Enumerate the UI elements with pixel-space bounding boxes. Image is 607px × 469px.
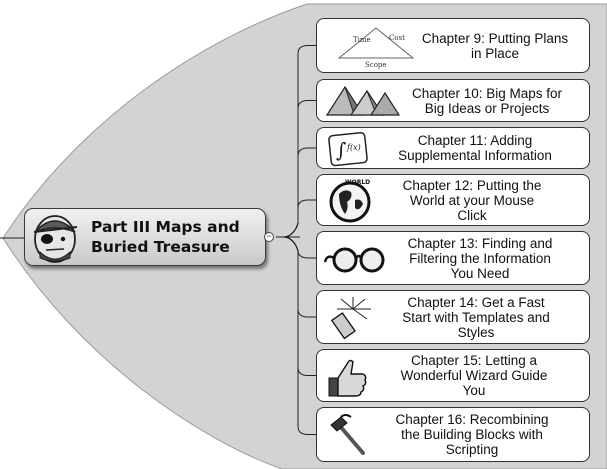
- pyramids-icon: [325, 85, 401, 117]
- svg-text:∫: ∫: [336, 138, 346, 162]
- chapter-label-16: Chapter 16: Recombining the Building Blo…: [395, 412, 549, 457]
- triangle-word-cost: Cost: [389, 34, 405, 42]
- chapter-node-10[interactable]: Chapter 10: Big Maps for Big Ideas or Pr…: [316, 79, 590, 122]
- chapter-node-15[interactable]: Chapter 15: Letting a Wonderful Wizard G…: [316, 349, 590, 402]
- hammer-icon: [330, 414, 365, 455]
- formula-icon: ∫ f(x): [328, 131, 368, 167]
- chapter-label-11: Chapter 11: Adding Supplemental Informat…: [398, 133, 552, 163]
- pirate-icon: [33, 215, 78, 263]
- chapter-label-12: Chapter 12: Putting the World at your Mo…: [402, 177, 542, 223]
- chapter-label-9: Chapter 9: Putting Plans in Place: [421, 30, 569, 61]
- branch-connectors: [276, 45, 316, 435]
- thumbs-up-icon: [328, 359, 367, 397]
- central-topic[interactable]: Part III Maps and Buried Treasure: [24, 208, 266, 266]
- chapter-node-14[interactable]: Chapter 14: Get a Fast Start with Templa…: [316, 290, 590, 344]
- globe-word: WORLD: [345, 179, 370, 186]
- chapter-node-9[interactable]: Time Cost Scope Chapter 9: Putting Plans…: [316, 18, 590, 73]
- chapter-label-10: Chapter 10: Big Maps for Big Ideas or Pr…: [411, 85, 563, 116]
- chapter-label-14: Chapter 14: Get a Fast Start with Templa…: [402, 294, 550, 340]
- chapter-label-15: Chapter 15: Letting a Wonderful Wizard G…: [400, 353, 548, 398]
- firecracker-icon: [330, 297, 371, 340]
- central-topic-title: Part III Maps and Buried Treasure: [91, 218, 240, 256]
- chapter-node-12[interactable]: WORLD Chapter 12: Putting the World at y…: [316, 174, 590, 226]
- chapter-node-13[interactable]: Chapter 13: Finding and Filtering the In…: [316, 231, 590, 285]
- chapter-label-13: Chapter 13: Finding and Filtering the In…: [407, 235, 553, 281]
- triangle-word-time: Time: [353, 36, 371, 44]
- chapter-node-11[interactable]: ∫ f(x) Chapter 11: Adding Supplemental I…: [316, 127, 590, 169]
- svg-text:f(x): f(x): [346, 143, 361, 152]
- triangle-word-scope: Scope: [365, 61, 387, 69]
- chapter-node-16[interactable]: Chapter 16: Recombining the Building Blo…: [316, 407, 590, 462]
- collapse-toggle[interactable]: −: [264, 232, 274, 242]
- globe-icon: WORLD: [329, 179, 371, 223]
- eyeglasses-icon: [323, 247, 385, 273]
- triangle-diagram-icon: Time Cost Scope: [337, 27, 415, 69]
